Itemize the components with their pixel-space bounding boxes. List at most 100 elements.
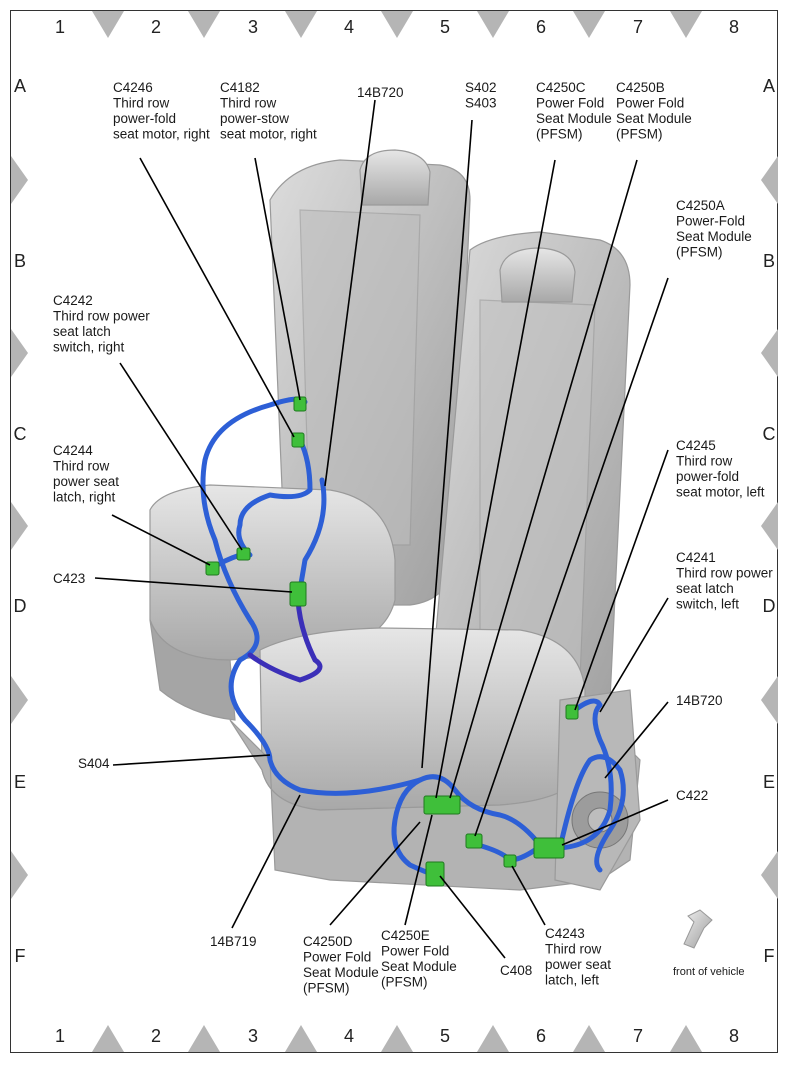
connector-c4242-shape bbox=[236, 547, 251, 561]
grid-marker-right bbox=[761, 851, 778, 899]
grid-marker-right bbox=[761, 156, 778, 204]
label-line: C4245 bbox=[676, 438, 716, 453]
label-s404: S404 bbox=[78, 756, 110, 771]
label-line: S403 bbox=[465, 96, 497, 111]
leader-lines bbox=[94, 99, 669, 959]
label-line: (PFSM) bbox=[381, 975, 428, 990]
connector-c4250b-shape bbox=[465, 833, 483, 849]
label-line: Third row power bbox=[676, 566, 773, 581]
front-of-vehicle-label: front of vehicle bbox=[673, 966, 745, 978]
seat-illustration bbox=[149, 149, 641, 891]
label-line: C4250D bbox=[303, 934, 353, 949]
grid-col-label-top: 5 bbox=[440, 17, 450, 37]
grid-marker-top bbox=[381, 11, 413, 38]
grid-markers-bottom bbox=[92, 1025, 702, 1052]
label-line: Third row bbox=[676, 454, 733, 469]
connector-c422-shape bbox=[533, 837, 565, 859]
label-line: seat motor, left bbox=[676, 485, 765, 500]
label-line: 14B720 bbox=[676, 693, 723, 708]
grid-col-label-top: 2 bbox=[151, 17, 161, 37]
grid-row-label-right: C bbox=[763, 424, 776, 444]
front-of-vehicle-indicator: front of vehicle bbox=[673, 909, 745, 978]
grid-row-label-right: D bbox=[763, 596, 776, 616]
grid-marker-bottom bbox=[573, 1025, 605, 1052]
grid-col-label-top: 6 bbox=[536, 17, 546, 37]
connector-c4250-pfsm-shape bbox=[423, 795, 461, 815]
label-line: Power Fold bbox=[303, 950, 371, 965]
grid-marker-top bbox=[670, 11, 702, 38]
label-line: C4246 bbox=[113, 80, 153, 95]
grid-marker-top bbox=[573, 11, 605, 38]
front-arrow-icon bbox=[683, 909, 713, 949]
label-line: S404 bbox=[78, 756, 110, 771]
label-line: Power Fold bbox=[616, 96, 684, 111]
label-line: C4250E bbox=[381, 928, 430, 943]
label-line: (PFSM) bbox=[536, 127, 583, 142]
grid-row-label-left: F bbox=[15, 946, 26, 966]
grid-marker-right bbox=[761, 676, 778, 724]
label-line: power-fold bbox=[676, 469, 739, 484]
grid-marker-left bbox=[11, 851, 28, 899]
label-line: switch, right bbox=[53, 340, 125, 355]
label-line: C423 bbox=[53, 571, 85, 586]
label-line: latch, right bbox=[53, 490, 116, 505]
grid-col-label-bottom: 7 bbox=[633, 1026, 643, 1046]
grid-row-label-left: B bbox=[14, 251, 26, 271]
label-line: Seat Module bbox=[536, 111, 612, 126]
label-line: C4250B bbox=[616, 80, 665, 95]
label-line: Third row power bbox=[53, 309, 150, 324]
connectors bbox=[205, 396, 579, 887]
grid-marker-right bbox=[761, 329, 778, 377]
grid-markers-left bbox=[11, 156, 28, 899]
grid-marker-right bbox=[761, 502, 778, 550]
label-line: C4244 bbox=[53, 443, 93, 458]
grid-marker-bottom bbox=[188, 1025, 220, 1052]
label-line: Third row bbox=[53, 459, 110, 474]
label-line: latch, left bbox=[545, 973, 599, 988]
grid-marker-top bbox=[285, 11, 317, 38]
label-line: switch, left bbox=[676, 597, 739, 612]
grid-row-label-right: A bbox=[763, 76, 775, 96]
label-line: C4243 bbox=[545, 926, 585, 941]
label-line: seat motor, right bbox=[113, 127, 210, 142]
label-line: Third row bbox=[220, 96, 277, 111]
label-line: C408 bbox=[500, 963, 532, 978]
grid-col-label-top: 1 bbox=[55, 17, 65, 37]
grid-col-label-top: 8 bbox=[729, 17, 739, 37]
grid-markers-top bbox=[92, 11, 702, 38]
label-line: seat latch bbox=[53, 324, 111, 339]
grid-marker-bottom bbox=[477, 1025, 509, 1052]
grid-col-label-bottom: 2 bbox=[151, 1026, 161, 1046]
grid-row-label-left: A bbox=[14, 76, 26, 96]
label-line: Third row bbox=[545, 942, 602, 957]
label-line: Power Fold bbox=[381, 944, 449, 959]
label-line: power seat bbox=[545, 957, 611, 972]
grid-row-label-left: E bbox=[14, 772, 26, 792]
connector-c4243-shape bbox=[503, 854, 517, 868]
grid-markers-right bbox=[761, 156, 778, 899]
grid-col-label-top: 3 bbox=[248, 17, 258, 37]
grid-marker-left bbox=[11, 502, 28, 550]
grid-row-label-right: F bbox=[764, 946, 775, 966]
label-line: Seat Module bbox=[616, 111, 692, 126]
label-line: power-fold bbox=[113, 111, 176, 126]
label-line: C4241 bbox=[676, 550, 716, 565]
grid-col-label-top: 4 bbox=[344, 17, 354, 37]
label-line: Seat Module bbox=[381, 959, 457, 974]
label-line: Seat Module bbox=[303, 965, 379, 980]
grid-row-label-left: C bbox=[14, 424, 27, 444]
label-14b720-top: 14B720 bbox=[357, 85, 404, 100]
